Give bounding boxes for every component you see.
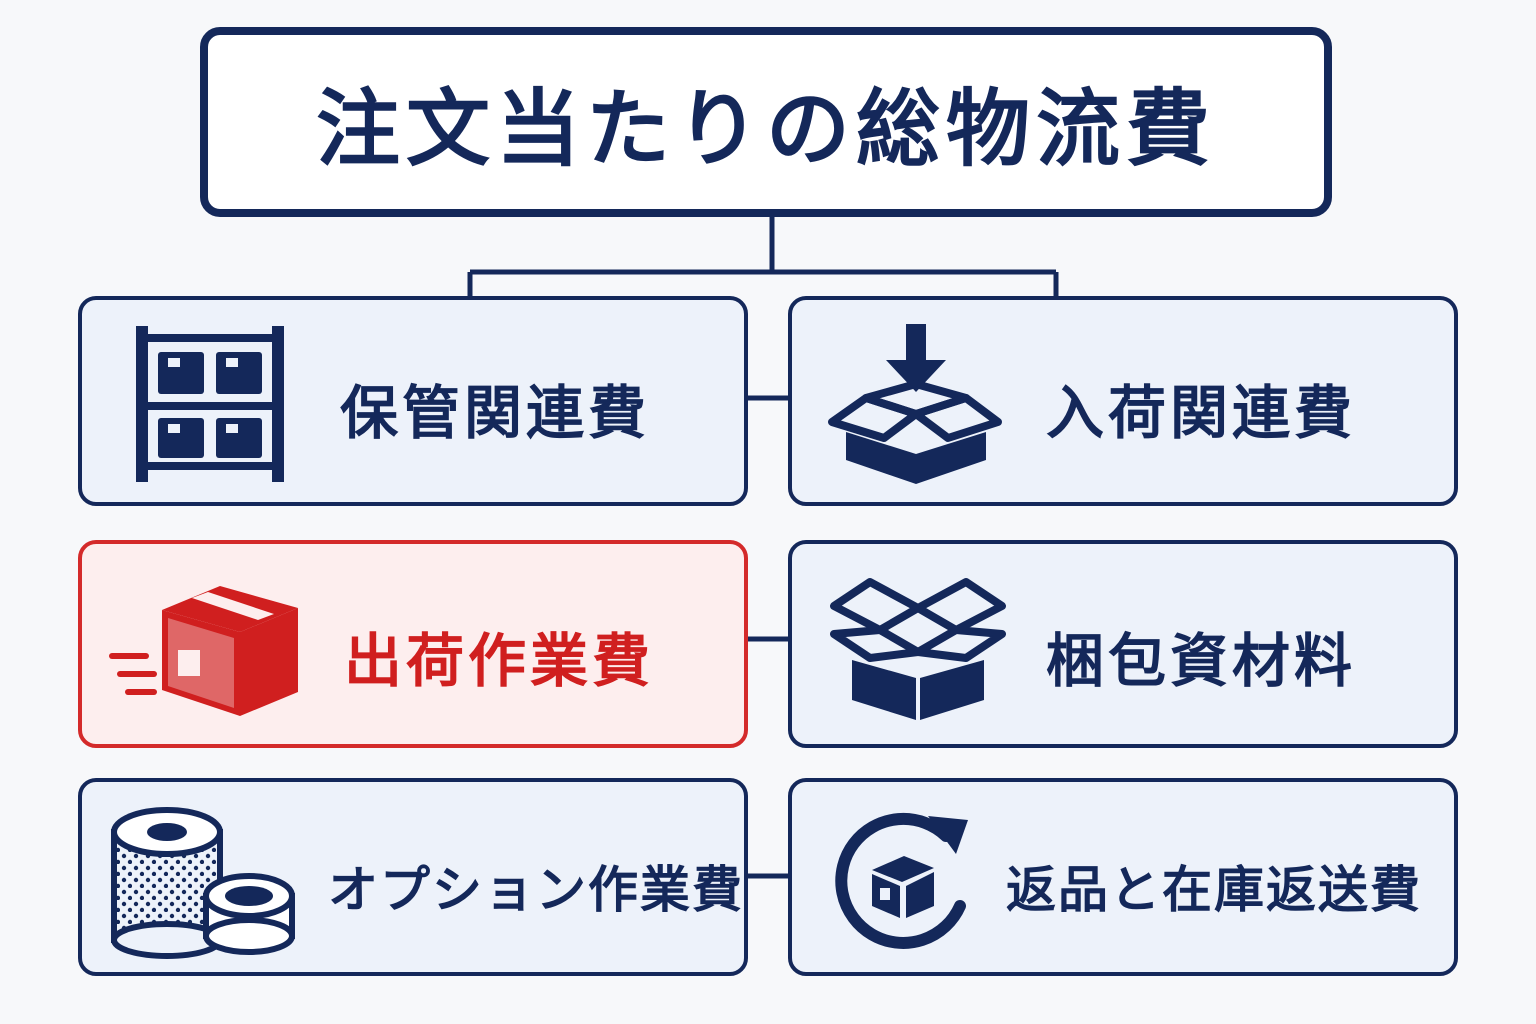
storage-label: 保管関連費 [340, 379, 651, 447]
option-label: オプション作業費 [328, 861, 744, 919]
cost-card-returns: 返品と在庫返送費 [788, 778, 1458, 976]
cost-card-option: オプション作業費 [78, 778, 748, 976]
title-box: 注文当たりの総物流費 [200, 27, 1332, 217]
inbound-label: 入荷関連費 [1046, 379, 1357, 447]
cost-card-storage: 保管関連費 [78, 296, 748, 506]
cost-card-inbound: 入荷関連費 [788, 296, 1458, 506]
diagram-title: 注文当たりの総物流費 [315, 79, 1216, 178]
packing-label: 梱包資材料 [1046, 627, 1357, 695]
shipping-label: 出荷作業費 [344, 627, 655, 695]
returns-label: 返品と在庫返送費 [1006, 861, 1422, 919]
shipping-box-icon [102, 576, 302, 730]
return-cycle-icon [828, 808, 978, 962]
inbound-box-icon [826, 318, 1006, 492]
shelf-icon [130, 322, 290, 486]
open-box-icon [830, 574, 1006, 728]
cost-card-packing: 梱包資材料 [788, 540, 1458, 748]
tape-rolls-icon [108, 804, 298, 964]
cost-card-shipping: 出荷作業費 [78, 540, 748, 748]
